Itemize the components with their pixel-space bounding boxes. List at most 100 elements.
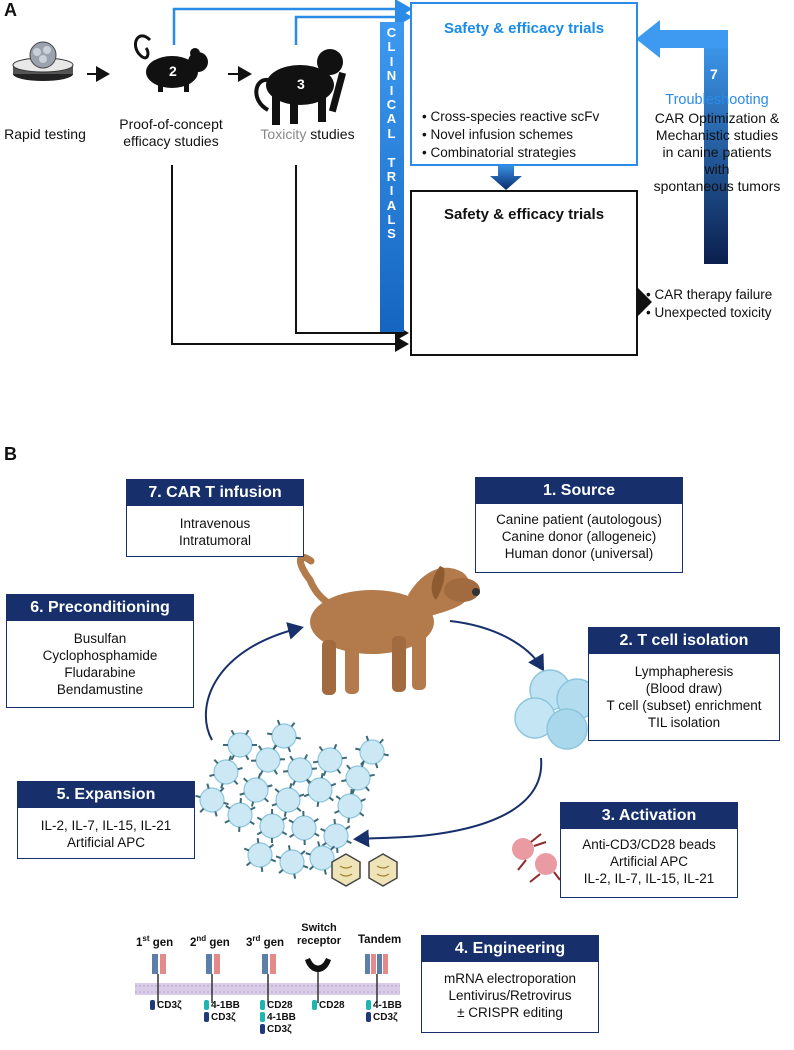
car-receptor-spike [296,807,302,812]
expanded-t-cell [243,777,269,803]
car-receptor-spike [341,779,347,783]
car-receptor-spike [334,810,340,814]
car-receptor-spike [267,732,273,736]
car-receptor-spike [330,845,336,851]
gen3-label: 3rd gen [246,934,285,949]
car-receptor-spike [256,838,260,844]
car-receptor-spike [249,820,255,826]
car-receptor-spike [383,753,389,757]
car-receptor-spike [341,756,347,760]
switch-receptor [305,958,331,1003]
expanded-t-cell [323,823,349,849]
domain-tandem-1: CD3ζ [366,1012,398,1023]
petri-dish-icon [12,41,74,81]
troubleshooting-text: CAR Optimization & Mechanistic studies i… [653,110,781,194]
car-receptor-spike [322,770,327,777]
car-receptor-spike [365,735,370,741]
car-receptor-spike [289,755,294,761]
car-receptor-spike [313,818,319,823]
car-receptor-spike [336,768,342,774]
panel-letter-b: B [4,444,17,464]
car-receptor-spike [278,869,284,874]
step-activation-title: 3. Activation [561,803,737,829]
car-receptor-spike [346,840,352,845]
expanded-t-cell [345,765,371,791]
car-receptor-spike [272,744,278,750]
activation-beads-icon [512,833,561,883]
expanded-t-cell [227,732,253,758]
arrow-canine-to-human [490,163,522,190]
car-receptor-spike [223,801,229,806]
domain-gen2-0: 4-1BB [204,1000,240,1011]
car-receptor-spike [260,866,264,872]
car-receptor-spike [230,729,235,736]
car-receptor-spike [316,801,320,807]
domain-switch-0: CD28 [312,1000,345,1011]
car-receptor-spike [374,763,379,769]
step-number-3: 3 [297,76,305,92]
expanded-t-cell [247,842,273,868]
car-receptor-spike [321,842,327,847]
car-receptor-spike [369,773,375,777]
car-receptor-spike [330,782,337,787]
failure-list: CAR therapy failure Unexpected toxicity [646,286,772,322]
car-receptor-spike [323,869,327,875]
car-receptor-spike [250,801,255,807]
step-infusion: 7. CAR T infusion Intravenous Intratumor… [126,479,304,557]
proof-of-concept-label: Proof-of-concept efficacy studies [119,116,223,149]
expanded-t-cell [227,802,253,828]
clinical-trials-bar: C L I N I C A L T R I A L S [380,22,404,332]
car-receptor-spike [290,722,296,728]
panel-letter-a: A [4,0,17,20]
domain-gen3-2: CD3ζ [260,1024,292,1035]
car-receptor-spike [333,743,338,750]
step-number-4: 4 [502,67,510,83]
step-expansion-title: 5. Expansion [18,782,194,808]
step-isolation: 2. T cell isolation Lymphapheresis (Bloo… [588,627,780,741]
expanded-t-cell [307,777,333,803]
domain-gen2-1: CD3ζ [204,1012,236,1023]
monkey-icon [254,49,347,125]
car-receptor-gen1 [152,954,166,1003]
car-receptor-spike [305,852,311,856]
car-receptor-spike [317,841,321,847]
car-receptor-spike [281,816,288,821]
car-receptor-spike [313,760,319,764]
car-receptor-spike [346,764,351,770]
switch-receptor-label: Switch receptor [296,922,342,947]
toxicity-studies-label: Toxicity studies [260,126,355,142]
car-receptor-spike [306,778,312,784]
step-isolation-title: 2. T cell isolation [589,628,779,654]
car-receptor-spike [219,787,225,793]
car-receptor-spike [355,747,361,751]
rapid-testing-label: Rapid testing [4,126,86,142]
car-receptor-spike [283,811,287,817]
car-receptor-spike [328,796,334,802]
car-receptor-spike [256,816,263,821]
car-receptor-spike [206,783,210,789]
car-receptor-spike [281,831,288,836]
car-receptor-spike [360,760,365,766]
car-receptor-tandem [365,954,388,1003]
car-receptor-spike [295,736,301,740]
car-receptor-spike [299,793,305,798]
car-receptor-spike [245,861,252,867]
step-number-2: 2 [169,63,177,79]
domain-gen3-1: 4-1BB [260,1012,296,1023]
expanded-t-cell [317,747,343,773]
troubleshooting-title: Troubleshooting [665,92,769,108]
step-engineering-title: 4. Engineering [422,936,598,962]
car-receptor-spike [293,873,297,879]
car-receptor-spike [228,755,232,761]
tandem-label: Tandem [358,934,402,946]
step-engineering: 4. Engineering mRNA electroporation Lent… [421,935,599,1033]
car-receptor-spike [288,819,294,824]
car-receptor-spike [243,847,250,852]
car-receptor-spike [214,811,218,817]
step-source-title: 1. Source [476,478,682,504]
arrow-mouse-to-canine [172,0,413,45]
troubleshooting-arrow [636,20,728,264]
car-receptor-spike [289,833,295,838]
step-number-6: 6 [619,294,627,310]
